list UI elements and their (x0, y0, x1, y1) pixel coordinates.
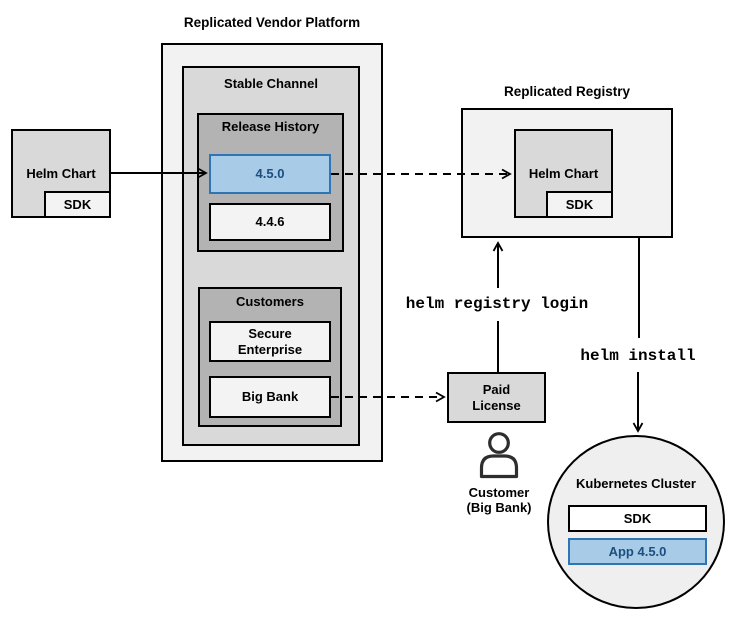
cluster-sdk-box: SDK (568, 505, 707, 532)
registry-sdk-badge: SDK (546, 191, 613, 218)
cluster-app-box: App 4.5.0 (568, 538, 707, 565)
customer-item-label: Secure Enterprise (237, 326, 303, 357)
source-sdk-badge: SDK (44, 191, 111, 218)
registry-helm-chart-label: Helm Chart (528, 165, 599, 181)
release-item: 4.4.6 (209, 203, 331, 241)
customer-caption: Customer (Big Bank) (466, 485, 532, 515)
paid-license-box: Paid License (447, 372, 546, 423)
customer-item-secure-enterprise: Secure Enterprise (209, 321, 331, 362)
person-icon (479, 432, 519, 479)
customers-title: Customers (236, 294, 304, 309)
kubernetes-cluster-title: Kubernetes Cluster (576, 476, 696, 491)
sdk-label: SDK (63, 196, 92, 212)
sdk-label: SDK (623, 510, 652, 526)
release-version-label: 4.4.6 (255, 214, 285, 230)
helm-install-label: helm install (580, 347, 696, 365)
release-item-highlighted: 4.5.0 (209, 154, 331, 194)
cluster-app-label: App 4.5.0 (608, 543, 667, 559)
customer-item-big-bank: Big Bank (209, 376, 331, 418)
customer-item-label: Big Bank (241, 389, 299, 405)
paid-license-label: Paid License (472, 382, 521, 413)
sdk-label: SDK (565, 196, 594, 212)
release-version-label: 4.5.0 (255, 166, 285, 182)
helm-registry-login-label: helm registry login (405, 295, 589, 313)
registry-title: Replicated Registry (503, 84, 631, 99)
stable-channel-title: Stable Channel (224, 76, 318, 91)
source-helm-chart-label: Helm Chart (26, 165, 96, 181)
vendor-platform-title: Replicated Vendor Platform (183, 15, 361, 30)
release-history-title: Release History (221, 119, 320, 134)
